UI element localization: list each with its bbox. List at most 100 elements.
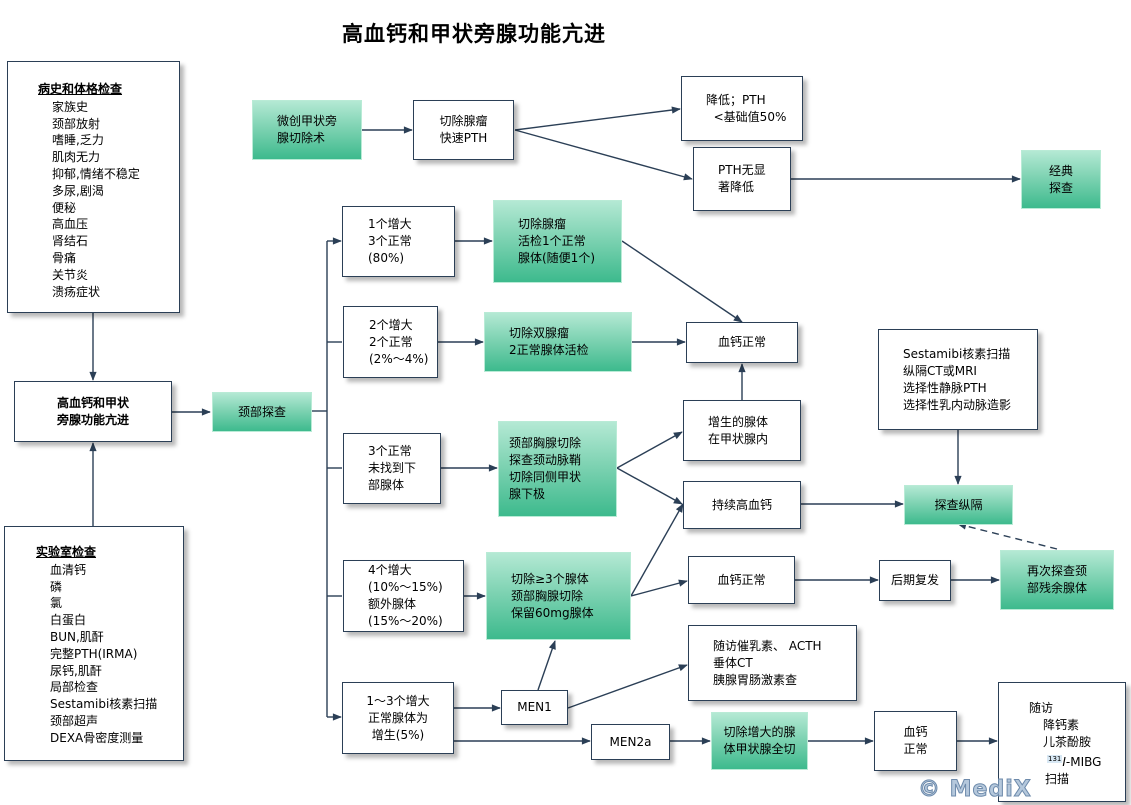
node-text: 腺体(随便1个) [518,251,595,265]
pth-drop-box: 降低；PTH <基础值50% [681,76,803,141]
lab-item: 白蛋白 [50,613,87,628]
lab-item: 局部检查 [50,680,99,695]
followup-item: 降钙素 [1043,718,1080,732]
medix-watermark: © MediX [918,777,1032,803]
action-2-box: 切除双腺瘤 2正常腺体活检 [484,312,632,372]
lab-item: 完整PTH(IRMA) [50,646,138,661]
followup-item-mibg: 131I-MIBG [1029,751,1101,771]
node-text: 2个正常 [369,334,413,349]
edge-reexplore-to-mediastinum [957,522,1058,550]
men2a-box: MEN2a [591,724,670,760]
men1-followup-box: 随访催乳素、 ACTH 垂体CT 胰腺胃肠激素查 [688,625,857,701]
lab-item: 尿钙,肌酐 [50,663,102,678]
node-text: 后期复发 [890,573,939,587]
node-text: 快速PTH [439,131,488,145]
node-text: 正常腺体为 [367,710,428,725]
node-text: 2个增大 [369,317,413,332]
node-text: 切除增大的腺 [723,725,796,739]
node-text: 血钙正常 [717,572,766,587]
node-text: 1个增大 [368,217,412,231]
node-text: Sestamibi核素扫描 [903,346,1011,361]
history-item: 多尿,剧渴 [52,183,104,198]
node-text: 高血钙和甲状 [56,395,129,410]
node-text: 腺切除术 [277,131,326,145]
reexplore-neck-box: 再次探查颈 部残余腺体 [1000,550,1114,610]
late-recurrence-box: 后期复发 [879,560,951,601]
node-text: 3个正常 [368,234,412,248]
lab-item: 血清钙 [50,562,87,577]
edge-resect-to-drop [514,106,681,131]
normal-calcium-box-3: 血钙 正常 [874,711,957,771]
normal-calcium-box-2: 血钙正常 [688,556,795,604]
node-text: 降低；PTH [706,92,766,107]
edge-resect-to-nodrop [514,129,693,181]
node-text: 颈部胸腺切除 [509,436,582,450]
node-text: 经典 [1048,163,1073,178]
hyperplastic-in-thyroid-box: 增生的腺体 在甲状腺内 [683,400,801,461]
node-text: 选择性静脉PTH [903,380,987,395]
history-heading: 病史和体格检查 [38,82,123,96]
node-text: 增生的腺体 [708,414,769,429]
diagram-title: 高血钙和甲状旁腺功能亢进 [342,22,606,46]
node-text: 探查纵隔 [934,497,983,512]
edge-action3-to-inthyroid [616,431,683,469]
history-item: 抑郁,情绪不稳定 [52,166,140,181]
node-text: 4个增大 [368,563,412,577]
node-text: 旁腺功能亢进 [56,412,129,427]
node-text: 部腺体 [368,478,405,492]
normal-calcium-box-1: 血钙正常 [686,322,798,363]
history-item: 家族史 [52,99,89,114]
action-1-box: 切除腺瘤 活检1个正常 腺体(随便1个) [493,200,622,283]
node-text: 再次探查颈 [1026,564,1087,578]
edge-action3-to-persistent [616,467,683,505]
edge-action1-to-normal [621,240,743,323]
node-text: 未找到下 [368,461,417,475]
history-item: 高血压 [52,217,89,232]
classic-explore-box: 经典 探查 [1021,150,1101,209]
resect-fast-pth-box: 切除腺瘤 快速PTH [413,100,514,160]
lab-item: 磷 [50,579,63,594]
node-text: 切除腺瘤 [439,114,488,128]
node-text: 著降低 [718,180,755,194]
pth-no-drop-box: PTH无显 著降低 [693,147,791,211]
isotope-superscript: 131 [1047,755,1063,763]
case-1-box: 1个增大 3个正常 (80%) [342,206,455,277]
lab-item: BUN,肌酐 [50,629,104,644]
main-diagnosis-box: 高血钙和甲状 旁腺功能亢进 [14,381,172,442]
node-text: 选择性乳内动脉造影 [903,397,1012,412]
lab-tests-box: 实验室检查 血清钙 磷 氯 白蛋白 BUN,肌酐 完整PTH(IRMA) 尿钙,… [4,526,184,761]
imaging-box: Sestamibi核素扫描 纵隔CT或MRI 选择性静脉PTH 选择性乳内动脉造… [878,329,1038,430]
lab-item: Sestamibi核素扫描 [50,697,158,712]
men1-box: MEN1 [501,690,568,725]
node-text: MEN1 [517,700,552,714]
persistent-hypercalcemia-box: 持续高血钙 [683,481,801,529]
followup-item: 扫描 [1045,772,1070,786]
node-text: 持续高血钙 [711,497,772,512]
labs-heading: 实验室检查 [36,545,97,559]
action-5-box: 切除增大的腺 体甲状腺全切 [711,712,808,770]
lab-item: 氯 [50,596,63,611]
node-text: 颈部探查 [237,404,286,419]
history-item: 肌肉无力 [52,150,101,165]
node-text: (2%～4%) [369,351,429,366]
node-text: 探查 [1048,180,1073,195]
node-text: 1～3个增大 [366,693,430,708]
case-4-box: 4个增大 (10%～15%) 额外腺体 (15%～20%) [343,560,464,632]
node-text: 2正常腺体活检 [509,343,589,357]
case-2-box: 2个增大 2个正常 (2%～4%) [343,306,438,378]
edge-action4-to-persistent [630,503,684,597]
action-4-box: 切除≥3个腺体 颈部胸腺切除 保留60mg腺体 [486,552,631,640]
node-text: 血钙 [903,725,928,739]
followup-heading: 随访 [1029,701,1054,715]
history-item: 肾结石 [52,234,89,249]
node-text: 在甲状腺内 [708,431,769,446]
node-text: 颈部胸腺切除 [511,588,584,603]
node-text: 纵隔CT或MRI [903,363,977,378]
node-text: (10%～15%) [368,580,443,594]
node-text: 探查颈动脉鞘 [509,453,582,467]
node-text: 切除腺瘤 [518,217,567,231]
case-3-box: 3个正常 未找到下 部腺体 [343,433,441,504]
node-text: (80%) [368,251,405,265]
node-text: 胰腺胃肠激素查 [713,672,798,687]
node-text: PTH无显 [718,163,766,177]
